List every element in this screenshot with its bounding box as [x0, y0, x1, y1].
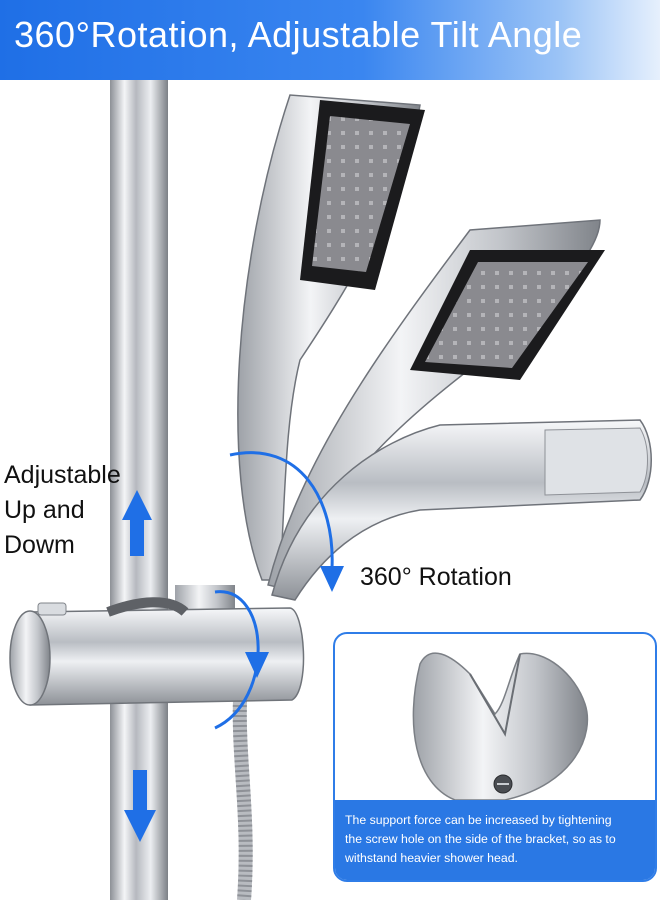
bracket-closeup-image	[412, 652, 589, 800]
header-banner: 360°Rotation, Adjustable Tilt Angle	[0, 0, 660, 80]
rotation-label: 360° Rotation	[360, 563, 512, 591]
bracket-holder	[9, 585, 305, 706]
arrow-down-icon	[124, 770, 156, 842]
rotation-arrow-icon	[320, 566, 344, 592]
rotation-arrow-icon	[245, 652, 269, 678]
shower-head-horizontal	[271, 419, 652, 601]
slide-rail	[110, 80, 168, 900]
caption-line: the screw hole on the side of the bracke…	[345, 832, 616, 846]
bracket-detail-inset: The support force can be increased by ti…	[333, 632, 657, 882]
inset-caption: The support force can be increased by ti…	[335, 800, 655, 880]
caption-line: The support force can be increased by ti…	[345, 813, 612, 827]
caption-line: withstand heavier shower head.	[345, 851, 518, 865]
adjustable-label: Adjustable Up and Dowm	[4, 461, 121, 559]
arrow-up-icon	[122, 490, 152, 556]
page-title: 360°Rotation, Adjustable Tilt Angle	[14, 14, 583, 55]
